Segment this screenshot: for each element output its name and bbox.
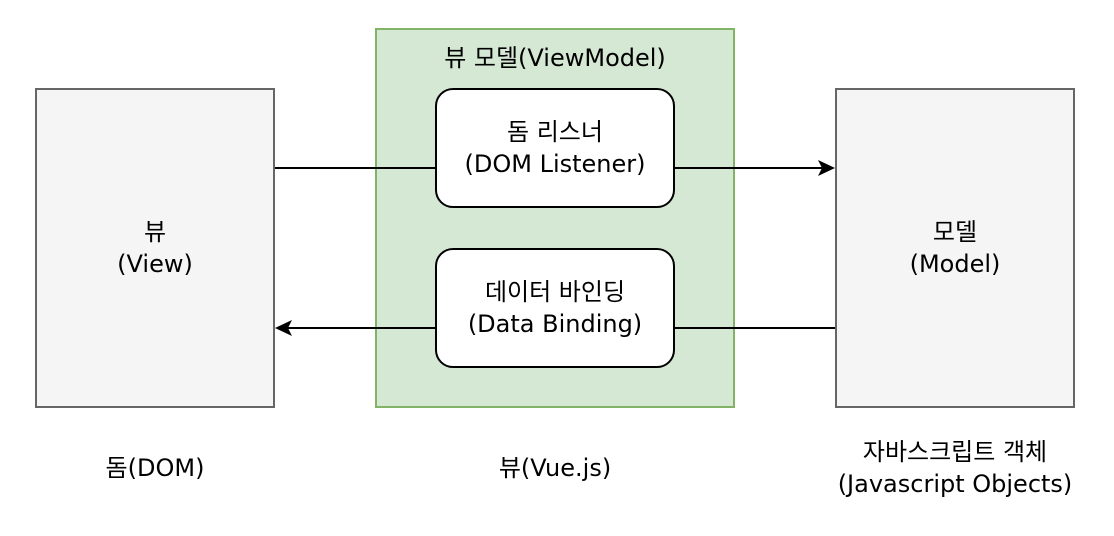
viewmodel-title: 뷰 모델(ViewModel) xyxy=(444,44,666,72)
caption-js-objects-korean: 자바스크립트 객체 xyxy=(862,438,1048,466)
model-label-english: (Model) xyxy=(909,250,1001,278)
arrowhead-right xyxy=(818,160,835,176)
caption-js-objects-english: (Javascript Objects) xyxy=(837,470,1073,498)
data-binding-label-korean: 데이터 바인딩 xyxy=(484,278,626,306)
dom-listener-label-english: (DOM Listener) xyxy=(464,150,646,178)
data-binding-label-english: (Data Binding) xyxy=(467,310,643,338)
model-node: 모델 (Model) xyxy=(835,88,1075,408)
view-label-korean: 뷰 xyxy=(143,218,167,246)
model-label-korean: 모델 xyxy=(932,218,978,246)
view-node: 뷰 (View) xyxy=(35,88,275,408)
arrowhead-left xyxy=(275,320,292,336)
view-label-english: (View) xyxy=(117,250,193,278)
caption-vue: 뷰(Vue.js) xyxy=(498,454,612,482)
dom-listener-node: 돔 리스너 (DOM Listener) xyxy=(435,88,675,208)
data-binding-node: 데이터 바인딩 (Data Binding) xyxy=(435,248,675,368)
dom-listener-label-korean: 돔 리스너 xyxy=(507,118,603,146)
caption-dom: 돔(DOM) xyxy=(105,454,205,482)
